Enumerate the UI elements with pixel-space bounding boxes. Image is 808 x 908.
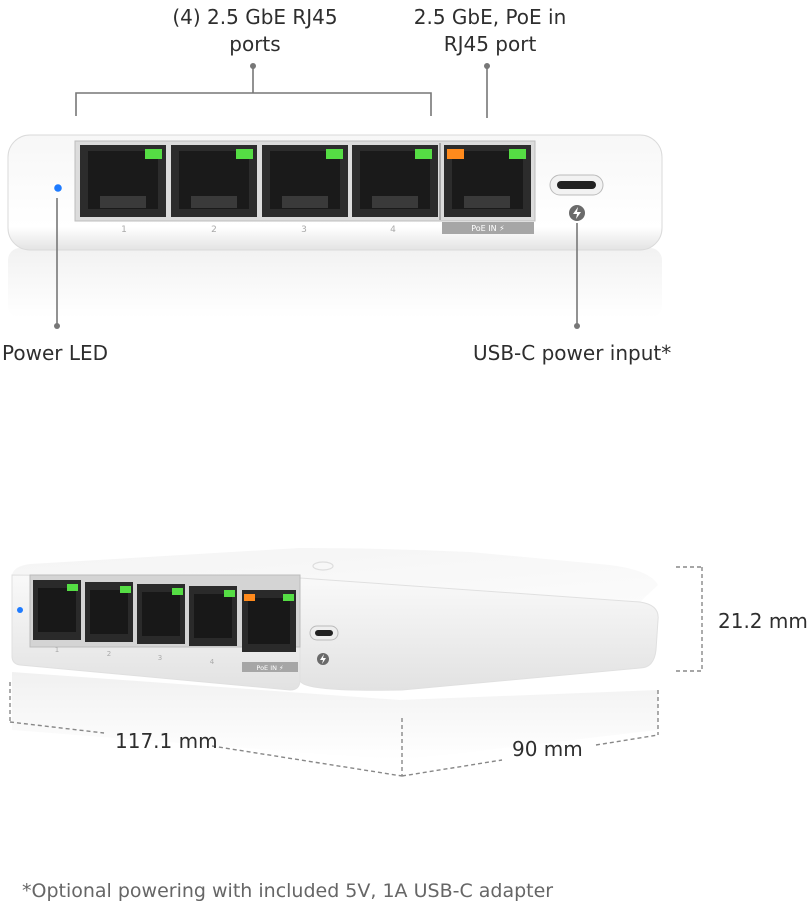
poe-callout-line1: 2.5 GbE, PoE in xyxy=(413,5,567,29)
ports-callout: (4) 2.5 GbE RJ45 ports xyxy=(140,4,370,58)
front-poe-label: PoE IN ⚡ xyxy=(471,224,505,233)
persp-port-number-2: 2 xyxy=(107,650,111,658)
persp-right-face xyxy=(299,577,659,691)
persp-poe-label-bg xyxy=(242,662,298,672)
persp-top-surface xyxy=(12,548,658,602)
persp-port-number-3: 3 xyxy=(158,654,162,662)
persp-port-1 xyxy=(33,580,81,640)
front-port-4 xyxy=(352,145,438,217)
front-power-led xyxy=(54,184,62,192)
ports-callout-line2: ports xyxy=(229,32,281,56)
width-dimension xyxy=(9,682,403,777)
height-dimension xyxy=(676,566,703,672)
persp-poe-label: PoE IN ⚡ xyxy=(256,664,284,672)
front-port-poe xyxy=(444,145,531,217)
front-port-number-2: 2 xyxy=(211,225,217,235)
poe-callout-line2: RJ45 port xyxy=(443,32,537,56)
ports-callout-line1: (4) 2.5 GbE RJ45 xyxy=(172,5,338,29)
persp-port-number-1: 1 xyxy=(55,646,59,654)
power-led-label: Power LED xyxy=(2,341,109,365)
footnote: *Optional powering with included 5V, 1A … xyxy=(22,880,554,902)
depth-dimension xyxy=(401,690,659,777)
height-dimension-label: 21.2 mm xyxy=(718,609,808,633)
depth-dimension-label: 90 mm xyxy=(512,737,583,761)
usbc-input-label: USB-C power input* xyxy=(473,341,672,365)
persp-port-poe xyxy=(242,590,296,652)
poe-callout: 2.5 GbE, PoE in RJ45 port xyxy=(390,4,590,58)
front-device-reflection xyxy=(8,248,662,318)
poe-leader-dot xyxy=(484,63,490,69)
persp-port-2 xyxy=(85,582,133,642)
front-port-2 xyxy=(171,145,257,217)
persp-logo xyxy=(312,561,334,571)
ports-bracket xyxy=(75,66,432,116)
front-port-1 xyxy=(80,145,166,217)
front-port-3 xyxy=(262,145,348,217)
persp-power-led xyxy=(17,607,23,613)
front-port-number-3: 3 xyxy=(301,225,307,235)
persp-port-4 xyxy=(189,586,237,646)
front-port-number-1: 1 xyxy=(121,225,127,235)
persp-port-3 xyxy=(137,584,185,644)
persp-port-number-4: 4 xyxy=(210,658,215,666)
ports-bracket-dot xyxy=(250,63,256,69)
persp-reflection xyxy=(12,672,658,760)
width-dimension-label: 117.1 mm xyxy=(115,729,218,753)
front-port-number-4: 4 xyxy=(390,225,396,235)
front-poe-label-bg xyxy=(442,222,534,234)
